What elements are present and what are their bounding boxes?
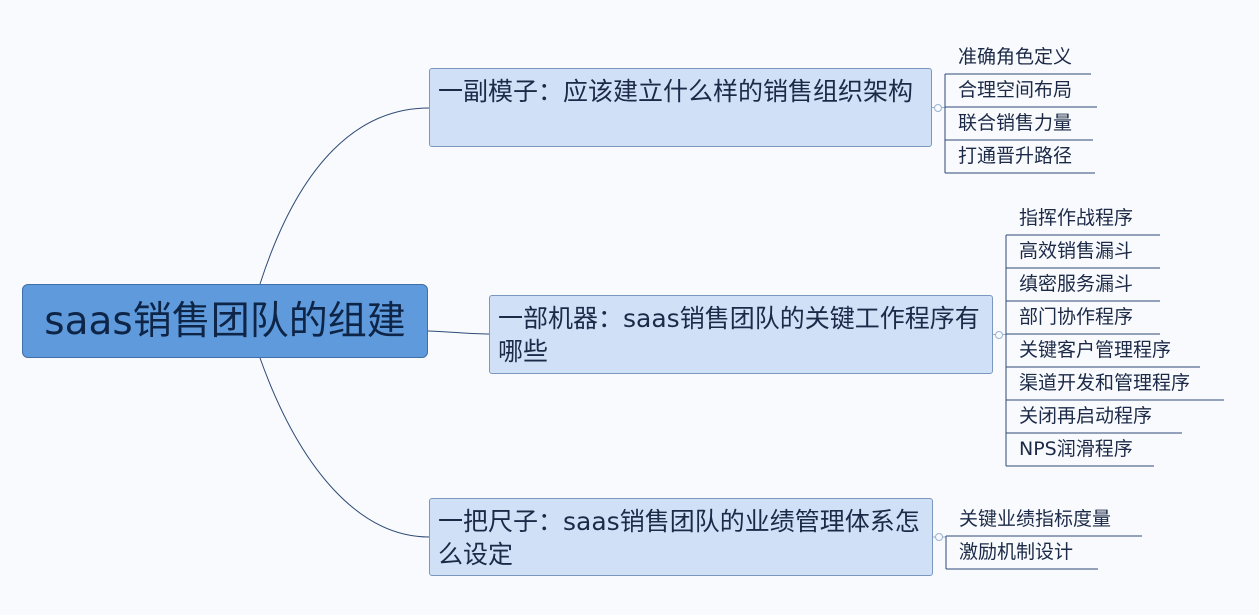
leaf-topic-0-1[interactable]: 合理空间布局 xyxy=(958,79,1073,101)
leaf-topic-2-0[interactable]: 关键业绩指标度量 xyxy=(959,508,1112,530)
leaf-topic-0-3[interactable]: 打通晋升路径 xyxy=(958,145,1073,167)
leaf-topic-0-2[interactable]: 联合销售力量 xyxy=(958,112,1073,134)
root-topic[interactable]: saas销售团队的组建 xyxy=(22,284,428,358)
leaf-topic-1-4[interactable]: 关键客户管理程序 xyxy=(1019,339,1172,361)
leaf-topic-1-5[interactable]: 渠道开发和管理程序 xyxy=(1019,372,1191,394)
connector-root-branch-0 xyxy=(259,107,430,285)
leaf-topic-2-1[interactable]: 激励机制设计 xyxy=(959,541,1074,563)
leaf-topic-1-3[interactable]: 部门协作程序 xyxy=(1019,306,1134,328)
branch-performance-system[interactable]: 一把尺子：saas销售团队的业绩管理体系怎么设定 xyxy=(429,498,933,576)
leaf-topic-1-1[interactable]: 高效销售漏斗 xyxy=(1019,240,1134,262)
leaf-topic-0-0[interactable]: 准确角色定义 xyxy=(958,46,1073,68)
branch-work-procedures[interactable]: 一部机器：saas销售团队的关键工作程序有哪些 xyxy=(489,295,993,374)
leaf-topic-1-7[interactable]: NPS润滑程序 xyxy=(1019,438,1133,460)
leaf-topic-1-0[interactable]: 指挥作战程序 xyxy=(1019,207,1134,229)
branch-org-structure[interactable]: 一副模子：应该建立什么样的销售组织架构 xyxy=(429,68,932,147)
collapse-toggle-branch-0[interactable] xyxy=(934,103,942,112)
leaf-topic-1-2[interactable]: 缜密服务漏斗 xyxy=(1019,273,1134,295)
collapse-toggle-branch-1[interactable] xyxy=(995,330,1003,339)
leaf-topic-1-6[interactable]: 关闭再启动程序 xyxy=(1019,405,1153,427)
connector-root-branch-1 xyxy=(427,330,490,335)
connector-root-branch-2 xyxy=(259,357,430,538)
collapse-toggle-branch-2[interactable] xyxy=(935,533,943,541)
